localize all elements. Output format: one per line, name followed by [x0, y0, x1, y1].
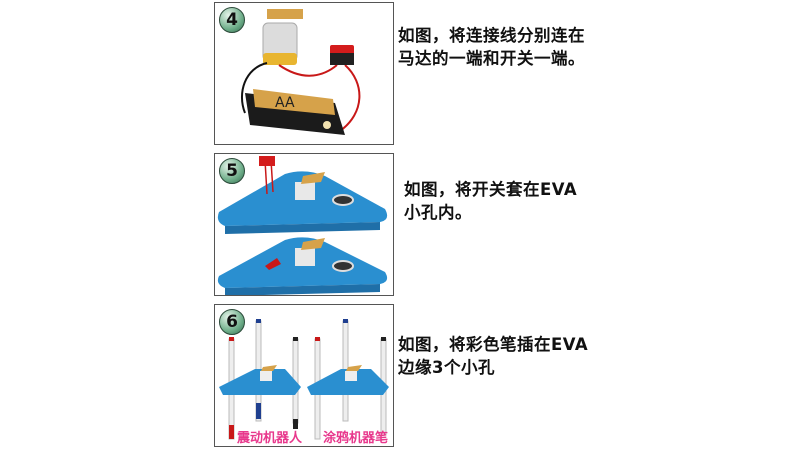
- step-5-text: 如图，将开关套在EVA 小孔内。: [404, 180, 578, 222]
- eva-base-bottom: [217, 237, 388, 295]
- label-doodle-robot: 涂鸦机器笔: [323, 431, 389, 446]
- motor-battery-switch-illustration: [241, 9, 361, 135]
- step-6-text: 如图，将彩色笔插在EVA 边缘3个小孔: [398, 335, 589, 377]
- step-number-badge: 6: [219, 309, 245, 335]
- vibration-robot: [219, 319, 301, 440]
- step-4-text: 如图，将连接线分别连在 马达的一端和开关一端。: [398, 26, 585, 68]
- doodle-robot: [307, 319, 389, 440]
- step-4-panel: 4 AA: [214, 2, 394, 145]
- step-5-panel: 5: [214, 153, 394, 296]
- pen-robots-illustration: [219, 319, 389, 440]
- step-number-badge: 4: [219, 7, 245, 33]
- paddle: [267, 9, 303, 19]
- red-wire-1: [278, 64, 338, 77]
- label-vibration-robot: 震动机器人: [237, 431, 303, 446]
- switch: [330, 45, 354, 55]
- battery-label: AA: [275, 95, 295, 111]
- black-wire: [241, 62, 268, 114]
- step-number-badge: 5: [219, 158, 245, 184]
- step-6-panel: 6 震动机器人 涂鸦机器笔: [214, 304, 394, 447]
- red-wire-2: [339, 64, 361, 132]
- eva-base-top: [217, 156, 388, 234]
- eva-base-switch-illustration: [217, 156, 388, 295]
